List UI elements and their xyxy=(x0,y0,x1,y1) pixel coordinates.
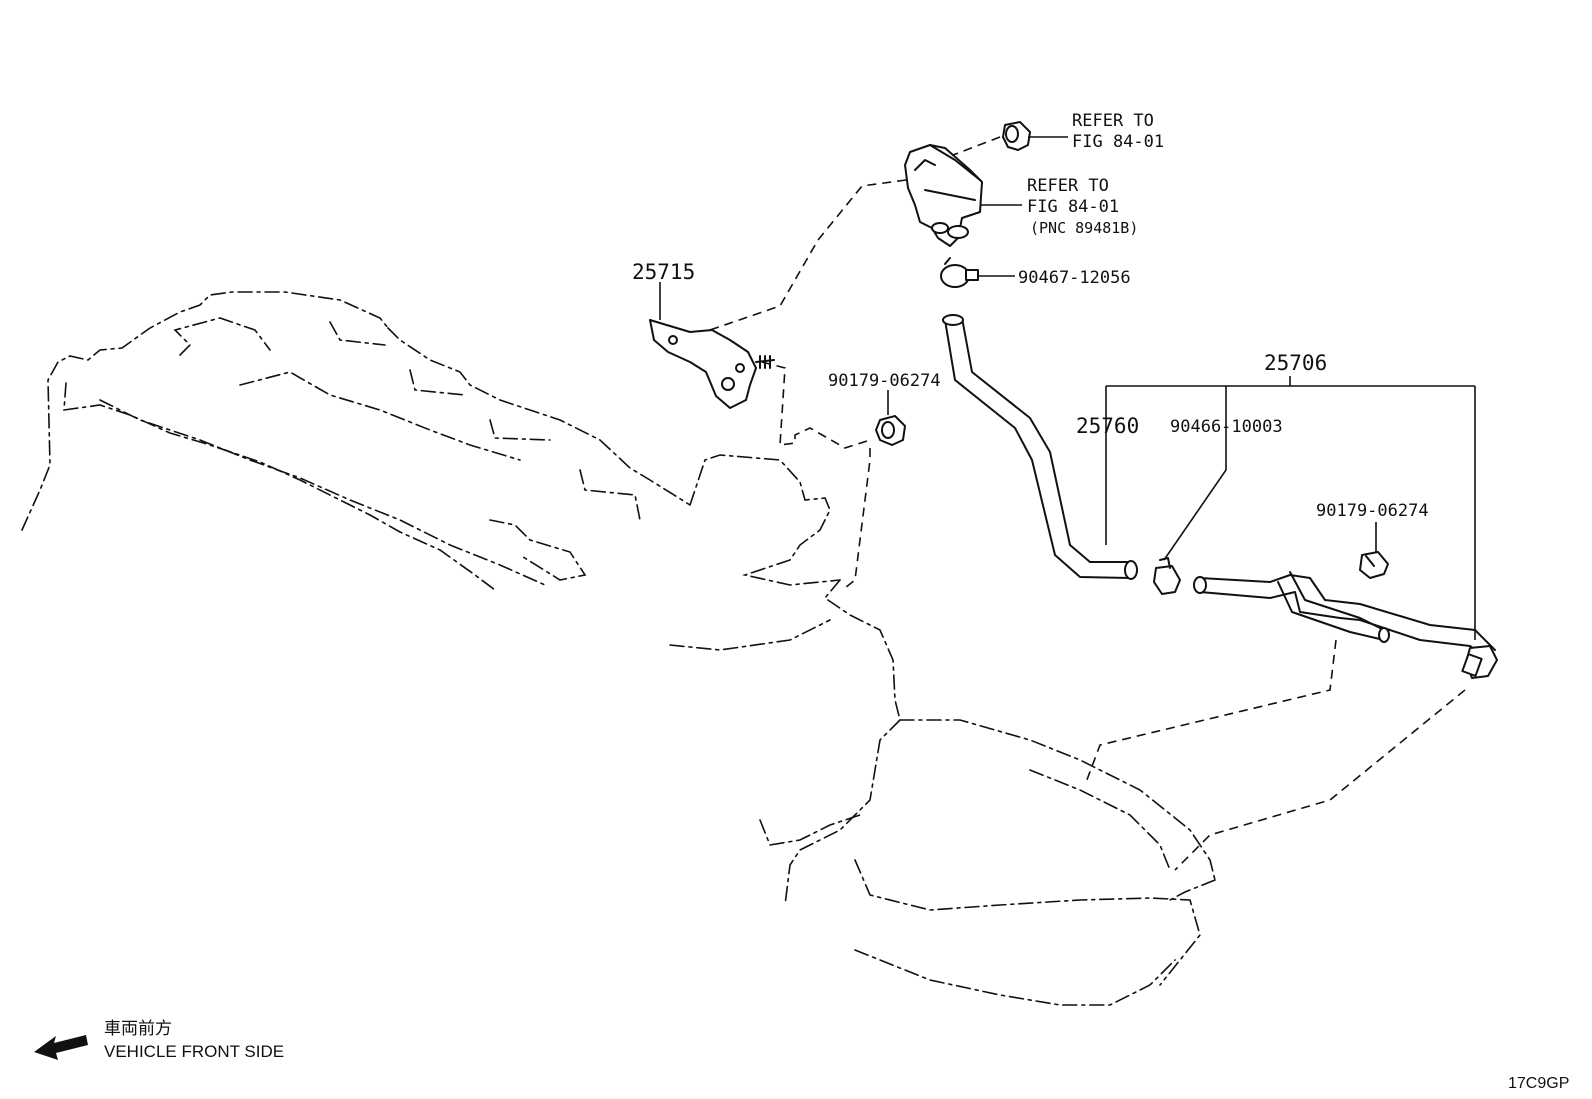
figure-code: 17C9GP xyxy=(1508,1075,1569,1092)
legend-jp-label: 車両前方 xyxy=(104,1019,172,1038)
part-number-90179-06274-right: 90179-06274 xyxy=(1316,501,1429,521)
fig-ref-label-2: FIG 84-01 xyxy=(1027,197,1119,217)
arrow-left-icon xyxy=(34,1035,88,1060)
leader-lines xyxy=(659,136,1476,640)
refer-to-label-2: REFER TO xyxy=(1027,176,1109,196)
pnc-label: (PNC 89481B) xyxy=(1030,219,1138,237)
part-number-25715: 25715 xyxy=(632,260,695,284)
pressure-sensor xyxy=(904,144,983,247)
hose-clip-90466 xyxy=(1153,557,1181,595)
engine-phantom-outline xyxy=(21,291,1216,1006)
flange-nut-top xyxy=(1002,121,1031,151)
legend-en-label: VEHICLE FRONT SIDE xyxy=(104,1042,284,1061)
vehicle-front-legend: 車両前方 VEHICLE FRONT SIDE xyxy=(34,1019,284,1061)
refer-to-label-1: REFER TO xyxy=(1072,111,1154,131)
hose-assembly-25706 xyxy=(1193,571,1498,679)
hose-clip-90467 xyxy=(940,257,979,288)
part-number-90467-12056: 90467-12056 xyxy=(1018,268,1131,288)
bracket-25715 xyxy=(649,319,775,409)
nut-90179-right xyxy=(1359,551,1389,579)
hose-25760 xyxy=(942,314,1138,580)
callout-labels: REFER TO FIG 84-01 REFER TO FIG 84-01 (P… xyxy=(632,111,1429,521)
part-number-25760: 25760 xyxy=(1076,414,1139,438)
part-number-25706: 25706 xyxy=(1264,351,1327,375)
fig-ref-label-1: FIG 84-01 xyxy=(1072,132,1164,152)
nut-90179-left xyxy=(875,415,906,446)
part-number-90466-10003: 90466-10003 xyxy=(1170,417,1283,437)
part-number-90179-06274-left: 90179-06274 xyxy=(828,371,941,391)
